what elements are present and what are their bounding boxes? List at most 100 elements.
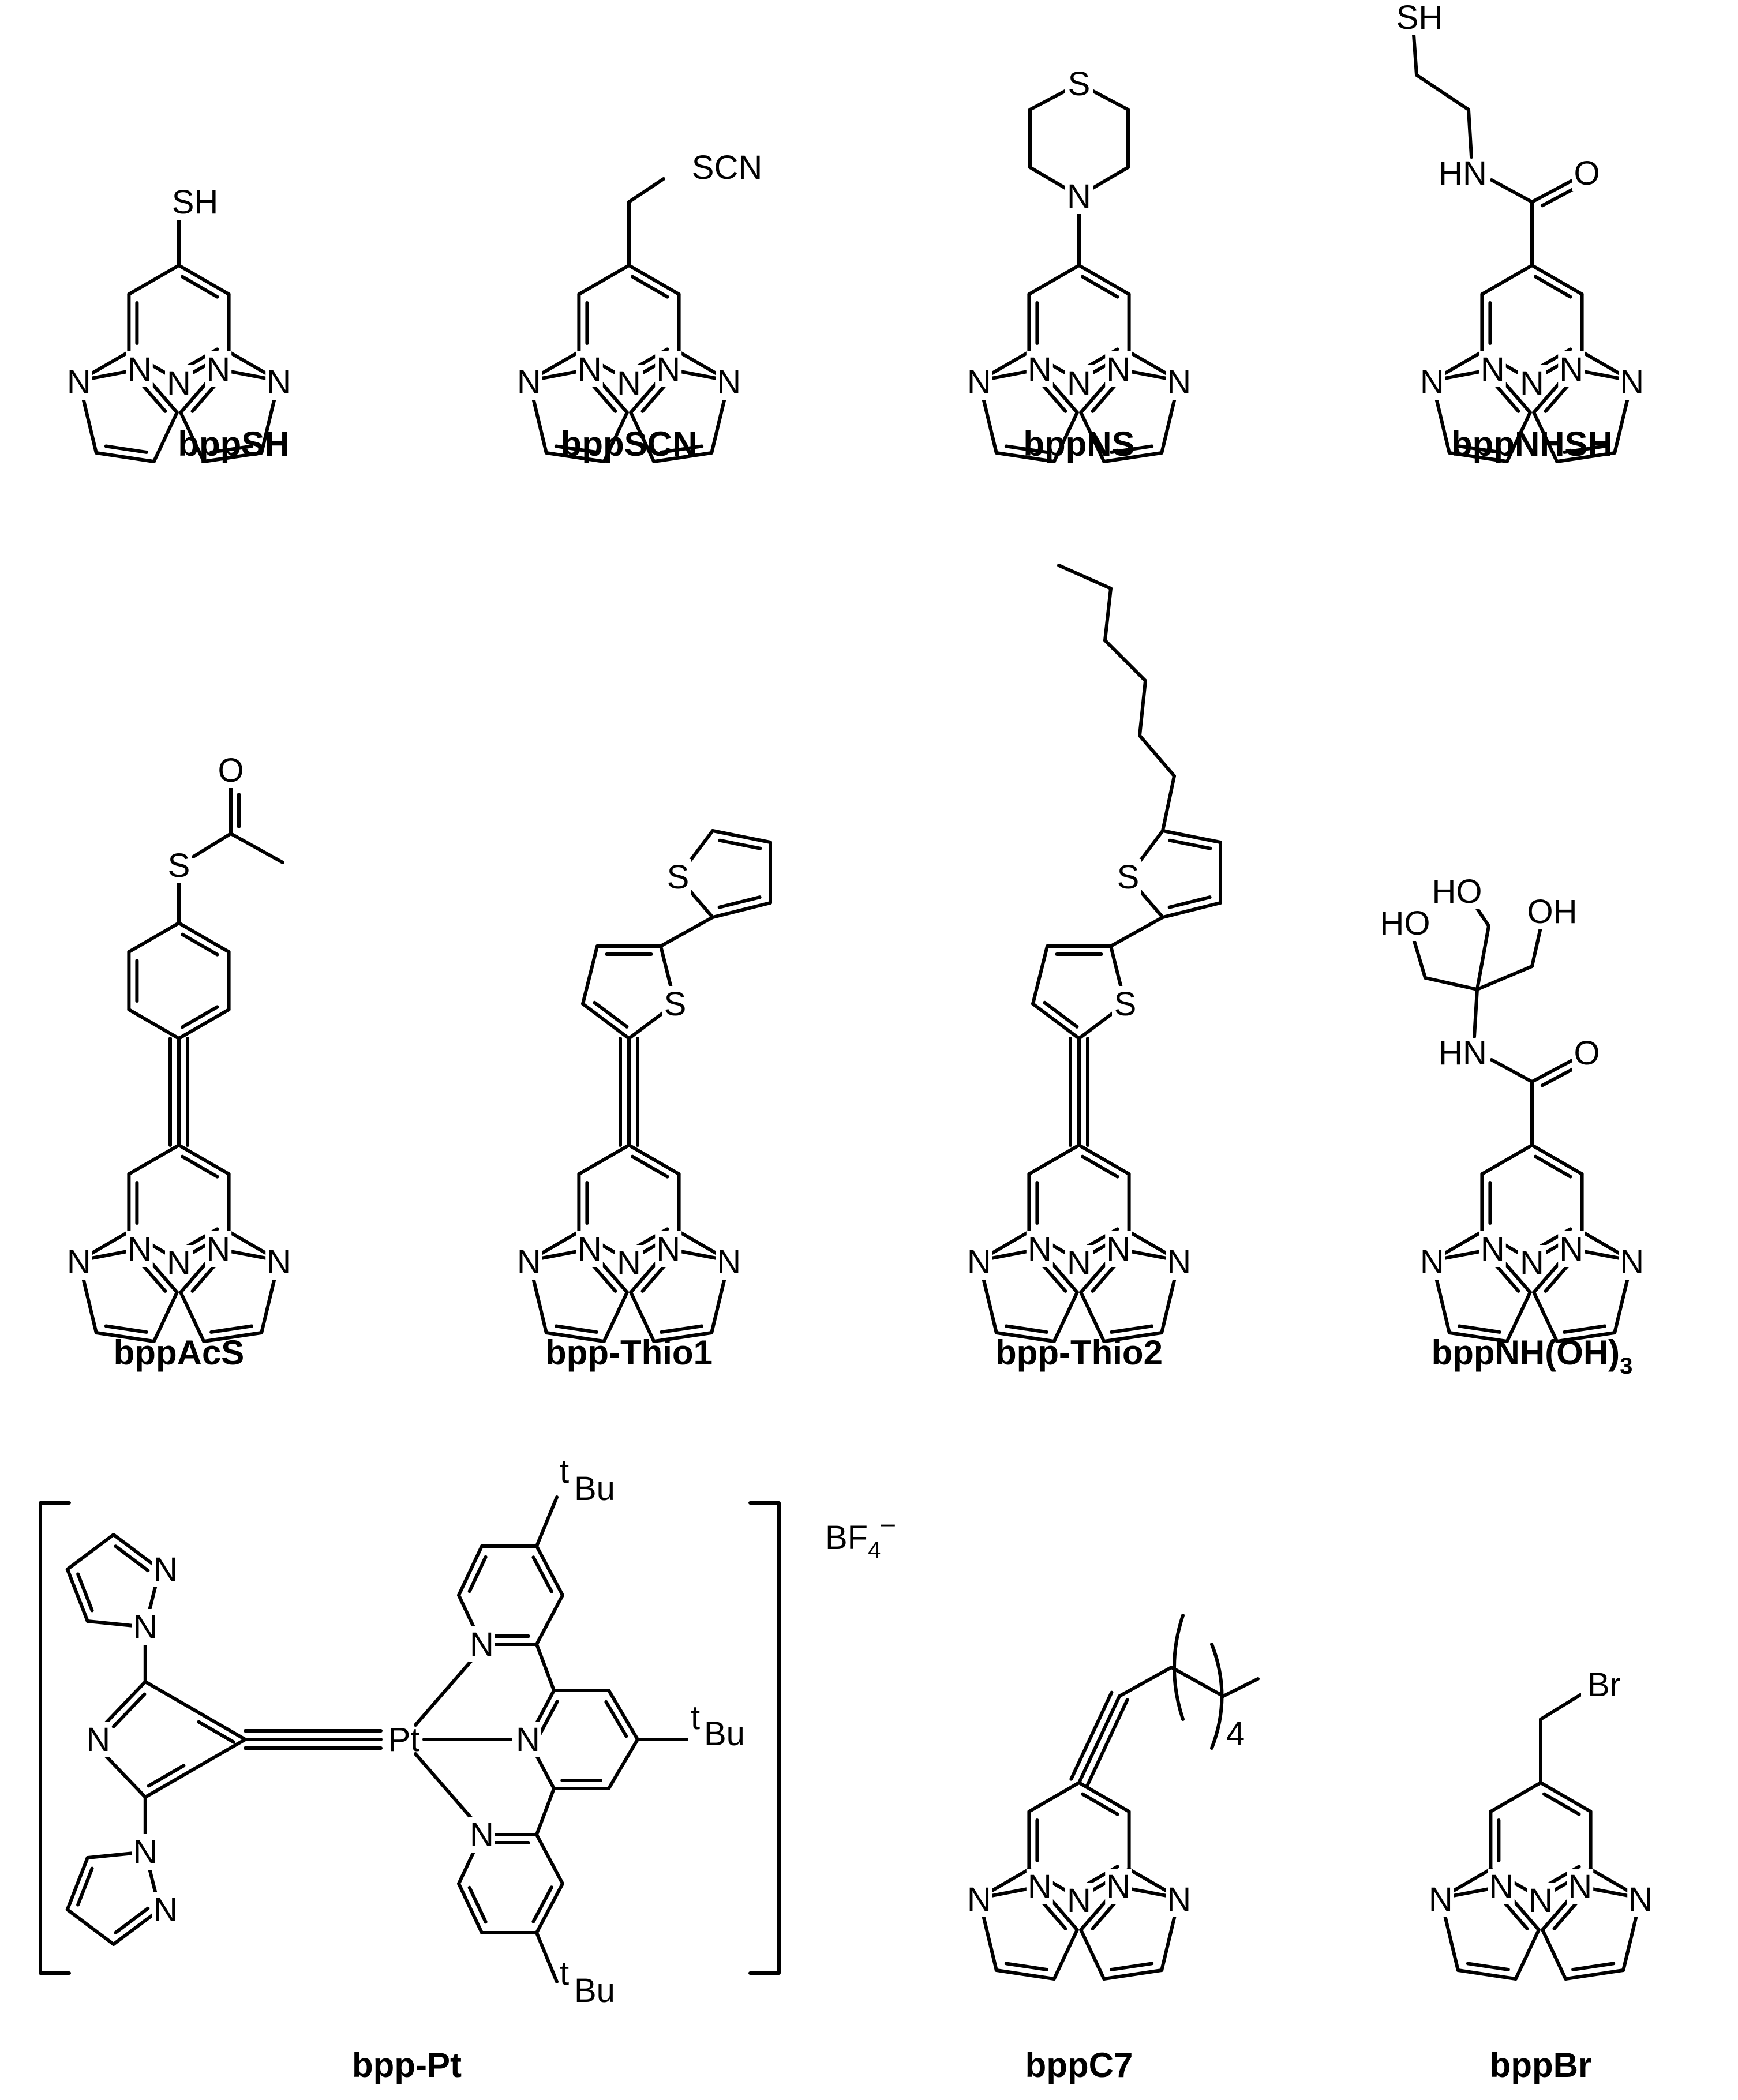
atom-label-mask bbox=[1437, 155, 1489, 191]
bond bbox=[1052, 411, 1079, 463]
double-bond-inner bbox=[1004, 1962, 1048, 1971]
double-bond-inner bbox=[1043, 1000, 1079, 1029]
double-bond-inner bbox=[76, 1866, 94, 1907]
double-bond bbox=[1555, 451, 1617, 463]
double-bond-inner bbox=[180, 1005, 219, 1029]
tbu-label: Bu bbox=[704, 1715, 745, 1753]
bond bbox=[1467, 108, 1473, 159]
double-bond-inner bbox=[1533, 275, 1572, 299]
compound-name-subscript: 3 bbox=[1620, 1353, 1632, 1379]
atom-label-mask bbox=[615, 365, 643, 401]
compound-name-main: bppNH(OH) bbox=[1432, 1333, 1620, 1372]
pyrazole-n2-label: N bbox=[1106, 1868, 1130, 1906]
bond bbox=[1475, 907, 1490, 928]
double-bond bbox=[535, 1544, 564, 1597]
double-bond bbox=[457, 1544, 484, 1597]
double-bond bbox=[1555, 1331, 1617, 1343]
hydroxyl-label: HO bbox=[1432, 873, 1482, 910]
bond bbox=[1541, 1928, 1568, 1981]
atom-label-mask bbox=[1581, 1667, 1627, 1702]
tbu-label: Bu bbox=[574, 1470, 615, 1507]
hydroxyl-label: HO bbox=[1380, 905, 1430, 942]
bf-subscript: 4 bbox=[868, 1537, 881, 1563]
pyrazole-n2-label: N bbox=[656, 351, 680, 388]
close-paren bbox=[1210, 1642, 1224, 1750]
double-bond bbox=[711, 901, 772, 919]
acetyl-o-label: O bbox=[218, 752, 244, 789]
double-bond bbox=[1447, 1331, 1509, 1343]
atom-label-mask bbox=[1418, 364, 1445, 400]
pyrazole-n1-label: N bbox=[133, 1608, 158, 1646]
double-bond bbox=[652, 1331, 714, 1343]
pyrazole-n2-label: N bbox=[1568, 1868, 1592, 1906]
double-bond bbox=[177, 921, 231, 954]
double-bond-inner bbox=[76, 1572, 94, 1612]
double-bond-inner bbox=[104, 1324, 148, 1334]
terpy-n-label: N bbox=[470, 1816, 494, 1854]
pyridine-n-label: N bbox=[1067, 1882, 1091, 1919]
double-bond-inner bbox=[1533, 1154, 1572, 1179]
open-paren bbox=[1173, 1614, 1185, 1721]
pyrazole-n1-label: N bbox=[1429, 1881, 1453, 1918]
pyrazole-n2-label: N bbox=[1559, 351, 1583, 388]
pyrazole-n2-label: N bbox=[1481, 1231, 1505, 1268]
pyridine-n-label: N bbox=[1520, 365, 1544, 402]
double-bond-inner bbox=[1466, 1962, 1510, 1971]
thioester-s-label: S bbox=[168, 847, 190, 884]
bond bbox=[192, 832, 233, 858]
left-bracket bbox=[39, 1501, 71, 1975]
double-bond-inner bbox=[147, 1764, 186, 1788]
bond bbox=[127, 1143, 181, 1176]
atom-label-mask bbox=[1479, 1231, 1506, 1267]
atom-label-mask bbox=[1026, 1869, 1053, 1904]
atom-label-mask bbox=[716, 1244, 743, 1280]
double-bond-inner bbox=[1542, 1792, 1581, 1816]
atom-label-mask bbox=[1065, 365, 1093, 401]
atom-label-mask bbox=[469, 1626, 495, 1662]
atom-label-mask bbox=[1437, 1035, 1489, 1071]
atom-label-mask bbox=[126, 1231, 153, 1267]
atom-label-mask bbox=[132, 1609, 159, 1645]
alkyl-bond bbox=[1057, 564, 1113, 590]
atom-label-mask bbox=[515, 364, 542, 400]
bond bbox=[1412, 937, 1427, 980]
atom-label-mask bbox=[665, 859, 691, 895]
atom-label-mask bbox=[1115, 859, 1141, 895]
double-bond-inner bbox=[1110, 1324, 1154, 1334]
compound-name-bppBr: bppBr bbox=[1490, 2046, 1592, 2084]
platinum-label: Pt bbox=[388, 1721, 420, 1758]
double-bond bbox=[1102, 451, 1164, 463]
atom-label-mask bbox=[576, 1231, 603, 1267]
atom-label-mask bbox=[1065, 178, 1093, 214]
pyrazole-n1-label: N bbox=[1167, 363, 1191, 401]
double-bond bbox=[193, 1709, 247, 1741]
double-bond-inner bbox=[114, 1544, 150, 1573]
atom-label-mask bbox=[655, 351, 682, 387]
bond bbox=[1031, 944, 1049, 1006]
atom-label-mask bbox=[1567, 1869, 1594, 1904]
atom-label-mask bbox=[1112, 986, 1138, 1022]
thiophene-s-label: S bbox=[1114, 985, 1137, 1023]
pyridine-n-label: N bbox=[617, 365, 641, 402]
atom-label-mask bbox=[205, 1231, 232, 1267]
terpy-n-label: N bbox=[470, 1626, 494, 1663]
double-bond-inner bbox=[531, 1885, 553, 1923]
thiophene-s-label: S bbox=[667, 858, 690, 896]
atom-label-mask bbox=[1526, 894, 1578, 929]
double-bond bbox=[177, 1008, 231, 1040]
atom-label-mask bbox=[165, 365, 193, 401]
bond bbox=[1514, 1928, 1541, 1981]
double-bond-inner bbox=[630, 275, 669, 299]
atom-label-mask bbox=[675, 149, 779, 185]
amide-nh-label: HN bbox=[1439, 1034, 1487, 1072]
pyrazole-n1-label: N bbox=[517, 363, 541, 401]
double-bond bbox=[1161, 829, 1222, 844]
tbu-superscript: t bbox=[560, 1453, 569, 1490]
double-bond bbox=[177, 264, 231, 296]
double-bond-inner bbox=[111, 1692, 147, 1728]
atom-label-mask bbox=[576, 351, 603, 387]
bond bbox=[1027, 264, 1081, 296]
double-bond-inner bbox=[1110, 1962, 1154, 1971]
